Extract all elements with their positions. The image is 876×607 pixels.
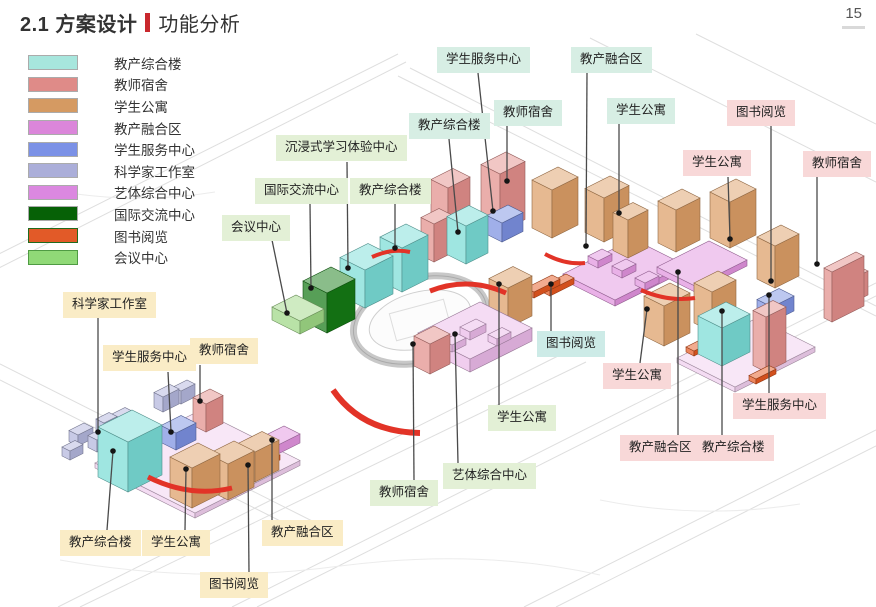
callout-label: 图书阅览 <box>727 100 796 126</box>
callout-label: 教师宿舍 <box>370 480 439 506</box>
callout-label: 艺体综合中心 <box>443 463 537 489</box>
legend-swatch <box>28 76 78 92</box>
legend-label: 教师宿舍 <box>114 78 168 94</box>
callout-label: 图书阅览 <box>537 331 606 357</box>
callout-label: 学生公寓 <box>607 98 676 124</box>
page-number: 15 <box>845 5 862 22</box>
legend-label: 教产综合楼 <box>114 56 182 72</box>
callout-label: 教师宿舍 <box>494 100 563 126</box>
legend-item: 学生公寓 <box>28 95 195 117</box>
legend-item: 国际交流中心 <box>28 203 195 225</box>
legend-item: 会议中心 <box>28 246 195 268</box>
page-number-underline <box>842 26 865 29</box>
legend-swatch <box>28 249 78 265</box>
legend-swatch <box>28 55 78 71</box>
callout-label: 学生服务中心 <box>103 345 197 371</box>
legend-item: 教产融合区 <box>28 117 195 139</box>
legend-swatch <box>28 120 78 136</box>
callout-label: 学生公寓 <box>488 405 557 431</box>
callout-label: 教产综合楼 <box>350 178 431 204</box>
callout-label: 教产综合楼 <box>693 435 774 461</box>
page-title: 2.1 方案设计 <box>20 14 138 36</box>
callout-label: 教产综合楼 <box>409 113 490 139</box>
title-divider-bar <box>145 13 151 32</box>
legend-swatch <box>28 228 78 244</box>
legend-swatch <box>28 163 78 179</box>
legend-label: 学生服务中心 <box>114 143 195 159</box>
callout-label: 学生公寓 <box>142 530 211 556</box>
legend-label: 会议中心 <box>114 251 168 267</box>
callout-label: 会议中心 <box>222 215 291 241</box>
legend-item: 图书阅览 <box>28 225 195 247</box>
legend-label: 艺体综合中心 <box>114 186 195 202</box>
legend-label: 教产融合区 <box>114 121 182 137</box>
leader-dots <box>95 178 820 472</box>
callout-label: 学生公寓 <box>683 150 752 176</box>
legend-label: 图书阅览 <box>114 229 168 245</box>
legend-swatch <box>28 206 78 222</box>
callout-label: 教师宿舍 <box>803 151 872 177</box>
legend-swatch <box>28 141 78 157</box>
legend-swatch <box>28 98 78 114</box>
legend-item: 学生服务中心 <box>28 138 195 160</box>
callout-label: 学生公寓 <box>603 363 672 389</box>
page-header: 2.1 方案设计 功能分析 <box>20 8 240 37</box>
callout-label: 科学家工作室 <box>63 292 157 318</box>
legend-item: 教产综合楼 <box>28 52 195 74</box>
legend-item: 教师宿舍 <box>28 74 195 96</box>
callout-label: 教产融合区 <box>620 435 701 461</box>
callout-label: 学生服务中心 <box>437 47 531 73</box>
leader-lines <box>97 72 818 573</box>
legend-swatch <box>28 184 78 200</box>
legend-label: 学生公寓 <box>114 99 168 115</box>
callout-label: 沉浸式学习体验中心 <box>276 135 407 161</box>
legend-item: 艺体综合中心 <box>28 182 195 204</box>
legend-label: 国际交流中心 <box>114 207 195 223</box>
callout-label: 学生服务中心 <box>733 393 827 419</box>
callout-label: 图书阅览 <box>200 572 269 598</box>
legend-label: 科学家工作室 <box>114 164 195 180</box>
legend-item: 科学家工作室 <box>28 160 195 182</box>
callout-label: 教产融合区 <box>262 520 343 546</box>
callout-label: 国际交流中心 <box>255 178 349 204</box>
callout-label: 教产综合楼 <box>60 530 141 556</box>
callout-label: 教产融合区 <box>571 47 652 73</box>
legend: 教产综合楼 教师宿舍 学生公寓 教产融合区 学生服务中心 科学家工作室 艺体综合… <box>28 52 195 268</box>
page-subtitle: 功能分析 <box>158 14 241 36</box>
callout-label: 教师宿舍 <box>190 338 259 364</box>
